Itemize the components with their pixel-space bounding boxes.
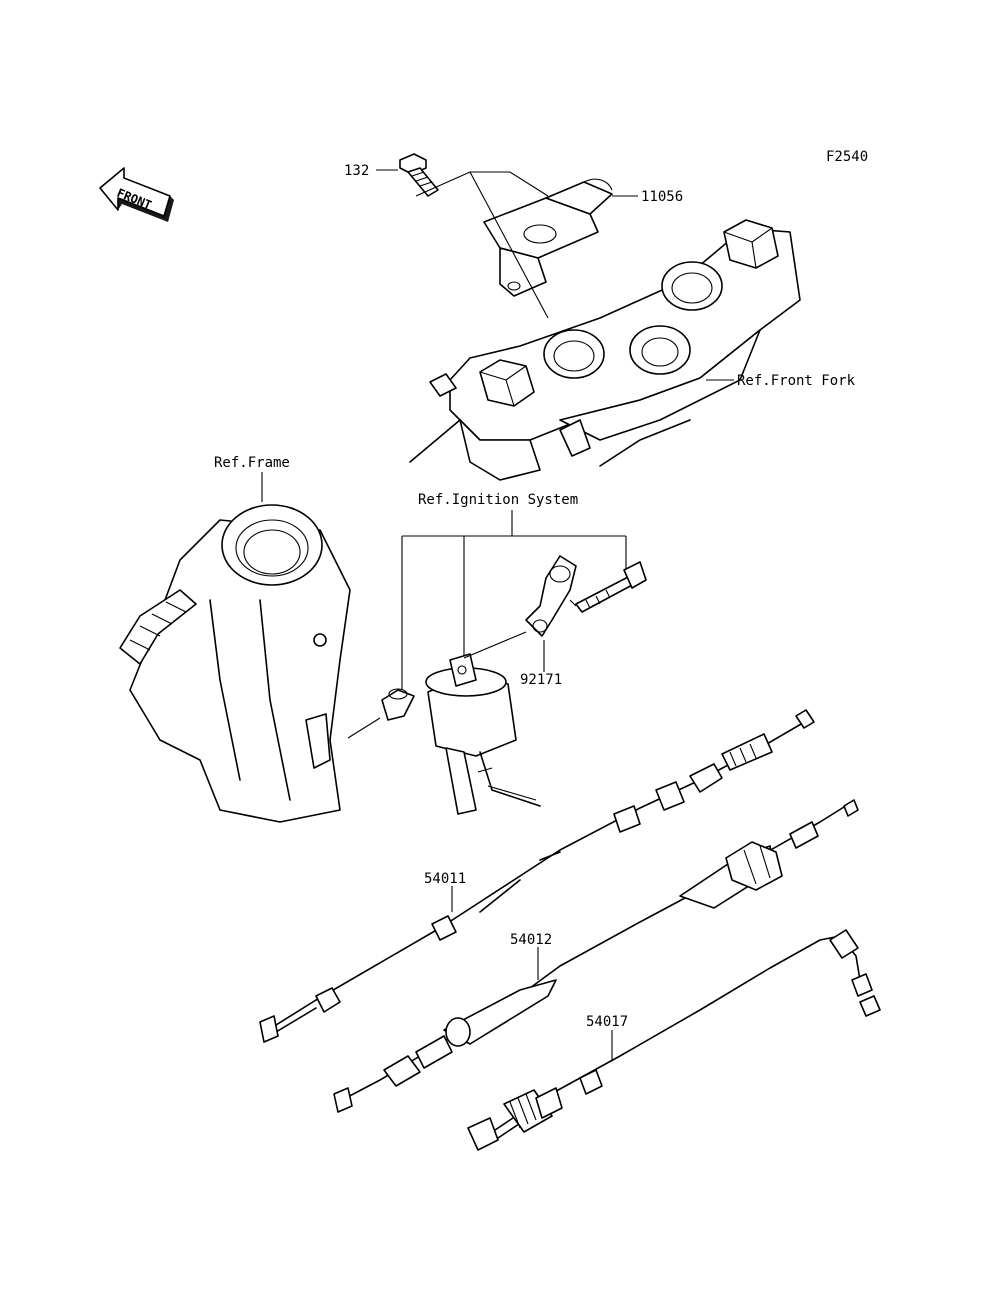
cable-54011 xyxy=(259,709,815,1043)
cable-54012 xyxy=(333,799,859,1113)
part-label-92171: 92171 xyxy=(520,672,562,688)
frame-head xyxy=(119,504,351,823)
triple-clamp xyxy=(409,219,801,481)
diagram-code: F2540 xyxy=(826,149,868,165)
bracket-leader-lines xyxy=(415,171,549,319)
clamp-leaders xyxy=(463,599,577,659)
clamp-92171 xyxy=(525,555,577,637)
leader-ignition xyxy=(401,510,627,690)
ref-ignition: Ref.Ignition System xyxy=(418,492,578,508)
bolt-132-icon xyxy=(399,153,439,197)
part-label-11056: 11056 xyxy=(641,189,683,205)
cable-54017 xyxy=(467,929,881,1151)
part-label-54011: 54011 xyxy=(424,871,466,887)
bolt-icon xyxy=(575,561,647,613)
collar-line xyxy=(347,717,381,739)
part-label-132: 132 xyxy=(344,163,369,179)
bracket-11056 xyxy=(483,178,613,297)
part-label-54012: 54012 xyxy=(510,932,552,948)
part-label-54017: 54017 xyxy=(586,1014,628,1030)
front-arrow-icon: FRONT xyxy=(99,167,174,222)
ref-front-fork: Ref.Front Fork xyxy=(737,373,856,389)
ignition-coil xyxy=(425,653,541,815)
collar-icon xyxy=(381,688,415,721)
ref-frame: Ref.Frame xyxy=(214,455,290,471)
